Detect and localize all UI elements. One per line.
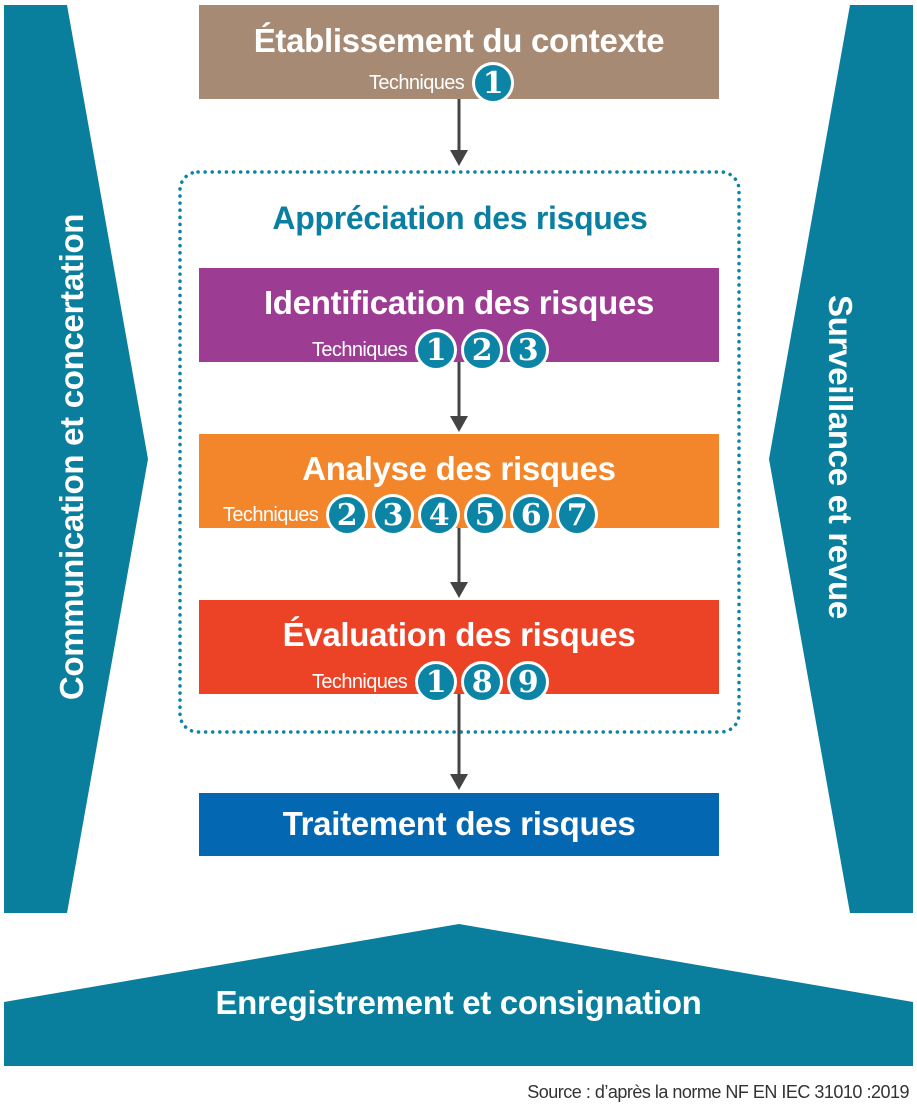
identification-box: Identification des risques Techniques 1 …	[199, 268, 719, 371]
technique-badge: 1	[415, 661, 458, 703]
analysis-title: Analyse des risques	[302, 450, 616, 487]
technique-badge: 4	[418, 494, 461, 536]
technique-badge: 6	[510, 494, 553, 536]
techniques-label: Techniques	[369, 71, 465, 94]
treatment-title: Traitement des risques	[282, 805, 636, 842]
identification-title: Identification des risques	[263, 284, 655, 321]
evaluation-box: Évaluation des risques Techniques 1 8 9	[199, 600, 719, 703]
communication-label: Communication et concertation	[53, 213, 90, 701]
technique-badge: 7	[556, 494, 599, 536]
technique-badge: 3	[372, 494, 415, 536]
context-box: Établissement du contexte Techniques 1	[199, 5, 719, 104]
analysis-box: Analyse des risques Techniques 2 3 4 5 6…	[199, 434, 719, 536]
technique-badge: 5	[464, 494, 507, 536]
source-note: Source : d’après la norme NF EN IEC 3101…	[527, 1082, 909, 1102]
technique-badge: 2	[461, 329, 504, 371]
evaluation-techniques: Techniques 1 8 9	[312, 661, 550, 703]
technique-badge: 1	[415, 329, 458, 371]
techniques-label: Techniques	[223, 503, 319, 526]
technique-badge: 2	[326, 494, 369, 536]
technique-badge: 9	[507, 661, 550, 703]
assessment-title: Appréciation des risques	[272, 200, 648, 236]
right-panel-shape	[769, 5, 913, 913]
techniques-label: Techniques	[312, 338, 408, 361]
identification-techniques: Techniques 1 2 3	[312, 329, 550, 371]
context-title: Établissement du contexte	[253, 22, 665, 59]
technique-badge: 3	[507, 329, 550, 371]
flow-arrows	[450, 99, 468, 790]
treatment-box: Traitement des risques	[199, 793, 719, 856]
monitoring-label: Surveillance et revue	[822, 295, 859, 619]
bottom-panel-shape	[4, 924, 913, 1066]
technique-badge: 1	[472, 62, 515, 104]
context-techniques: Techniques 1	[369, 62, 515, 104]
analysis-techniques: Techniques 2 3 4 5 6 7	[223, 494, 599, 536]
recording-label: Enregistrement et consignation	[215, 984, 702, 1021]
technique-badge: 8	[461, 661, 504, 703]
left-panel-shape	[4, 5, 148, 913]
techniques-label: Techniques	[312, 670, 408, 693]
evaluation-title: Évaluation des risques	[282, 616, 636, 653]
